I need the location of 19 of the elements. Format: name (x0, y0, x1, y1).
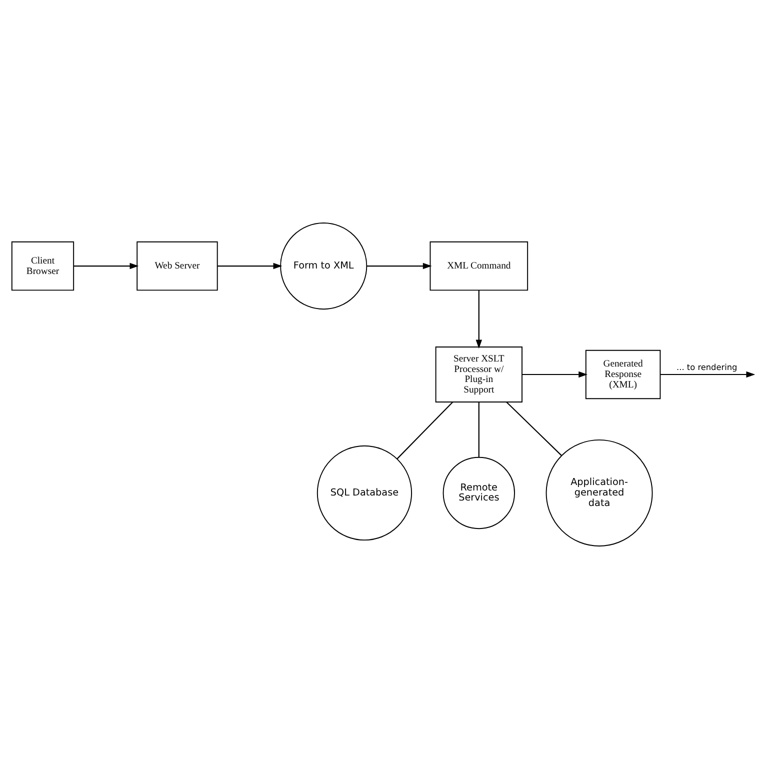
node-circle: SQL Database (316, 444, 412, 540)
node-box: Generated Response (XML) (585, 349, 661, 399)
node-circle: Application-generated data (546, 438, 653, 546)
arrow (476, 290, 482, 348)
connector (396, 401, 454, 459)
node-box: Web Server (136, 240, 218, 290)
node-box: Server XSLT Processor w/ Plug-in Support (435, 346, 522, 402)
arrow (218, 262, 282, 269)
arrow (366, 262, 432, 269)
connector (478, 402, 480, 457)
node-circle: Remote Services (442, 456, 515, 529)
node-circle: Form to XML (280, 222, 368, 310)
connector (506, 401, 562, 456)
edge-label: ... to rendering (676, 361, 738, 372)
arrow (74, 262, 139, 269)
node-box: XML Command (430, 240, 528, 290)
arrow (660, 370, 756, 378)
arrow (522, 370, 588, 378)
node-box: Client Browser (11, 240, 74, 290)
